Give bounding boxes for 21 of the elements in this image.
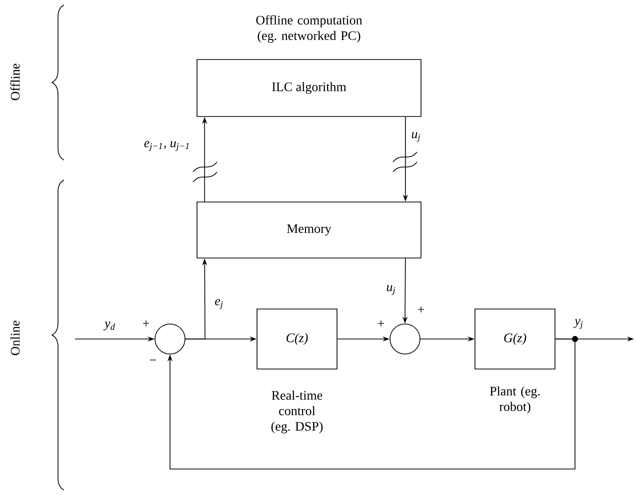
caption-text: Plant (eg. robot) xyxy=(490,386,540,414)
sign-label: + xyxy=(378,320,384,326)
edge-label: e$_{j}$ xyxy=(215,299,223,309)
block-box: Memory xyxy=(196,202,422,258)
sign-label: + xyxy=(418,306,424,312)
summing-junction xyxy=(390,324,420,354)
edge-label: u$_{j}$ xyxy=(386,285,396,295)
section-label: Offline xyxy=(10,64,20,100)
edge-label: y$_{j}$ xyxy=(574,319,583,329)
block-box: ILC algorithm xyxy=(196,59,422,117)
edge-label: u$_{j}$ xyxy=(412,132,420,142)
edge-label: e$_{j−1}$, u$_{j−1}$ xyxy=(144,141,189,151)
summing-junction xyxy=(154,324,186,354)
section-label: Online xyxy=(10,320,20,356)
edge-label: y$_{d}$ xyxy=(104,322,115,330)
sign-label: + xyxy=(142,320,150,326)
block-box: C(z) xyxy=(256,308,338,370)
block-box: G(z) xyxy=(474,308,556,370)
arrow xyxy=(167,338,576,470)
caption-text: Real-time control (eg. DSP) xyxy=(271,390,323,434)
caption-text: Offline computation (eg. networked PC) xyxy=(256,15,362,43)
